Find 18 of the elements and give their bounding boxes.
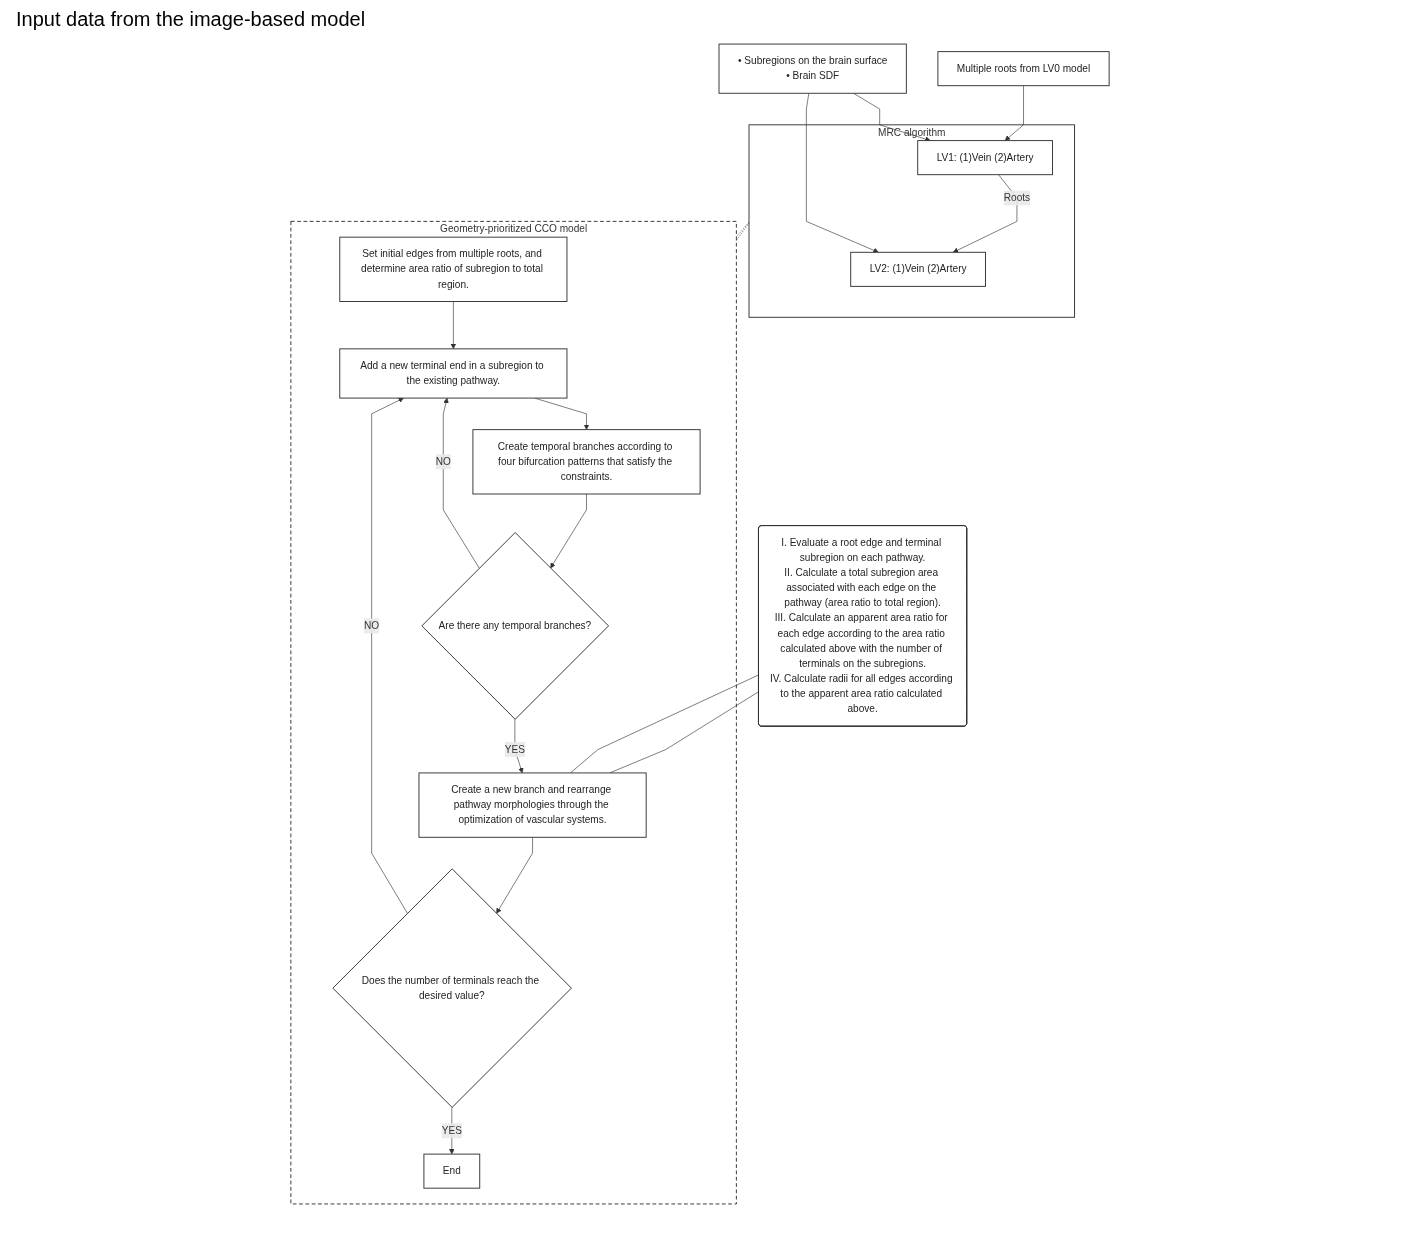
node-box: Create temporal branches according to four bifurcation patterns that satisfy the constraints. [472,429,701,495]
node-box: LV1: (1)Vein (2)Artery [917,140,1053,176]
node-box: Create a new branch and rearrange pathway morphologies through the optimization of vascular systems. [418,772,647,838]
node-diamond: Does the number of terminals reach the desired value? [332,868,572,1108]
node-box: • Subregions on the brain surface • Brain SDF [718,43,907,94]
node-box: Add a new terminal end in a subregion to the existing pathway. [339,348,568,399]
node-box: Set initial edges from multiple roots, and determine area ratio of subregion to total region. [339,236,568,302]
connector [570,674,760,774]
edge-label: YES [441,1125,462,1136]
edge-label: Roots [1003,192,1031,204]
node-box: Multiple roots from LV0 model [937,51,1110,87]
node-box: End [423,1153,481,1189]
edge-label: NO [364,620,380,631]
node-diamond: Are there any temporal branches? [421,532,610,720]
edge-label: NO [435,456,451,467]
edge-label: YES [504,743,525,755]
node-box: LV2: (1)Vein (2)Artery [850,251,986,287]
heading-text: Input data from the image-based model [16,8,367,31]
